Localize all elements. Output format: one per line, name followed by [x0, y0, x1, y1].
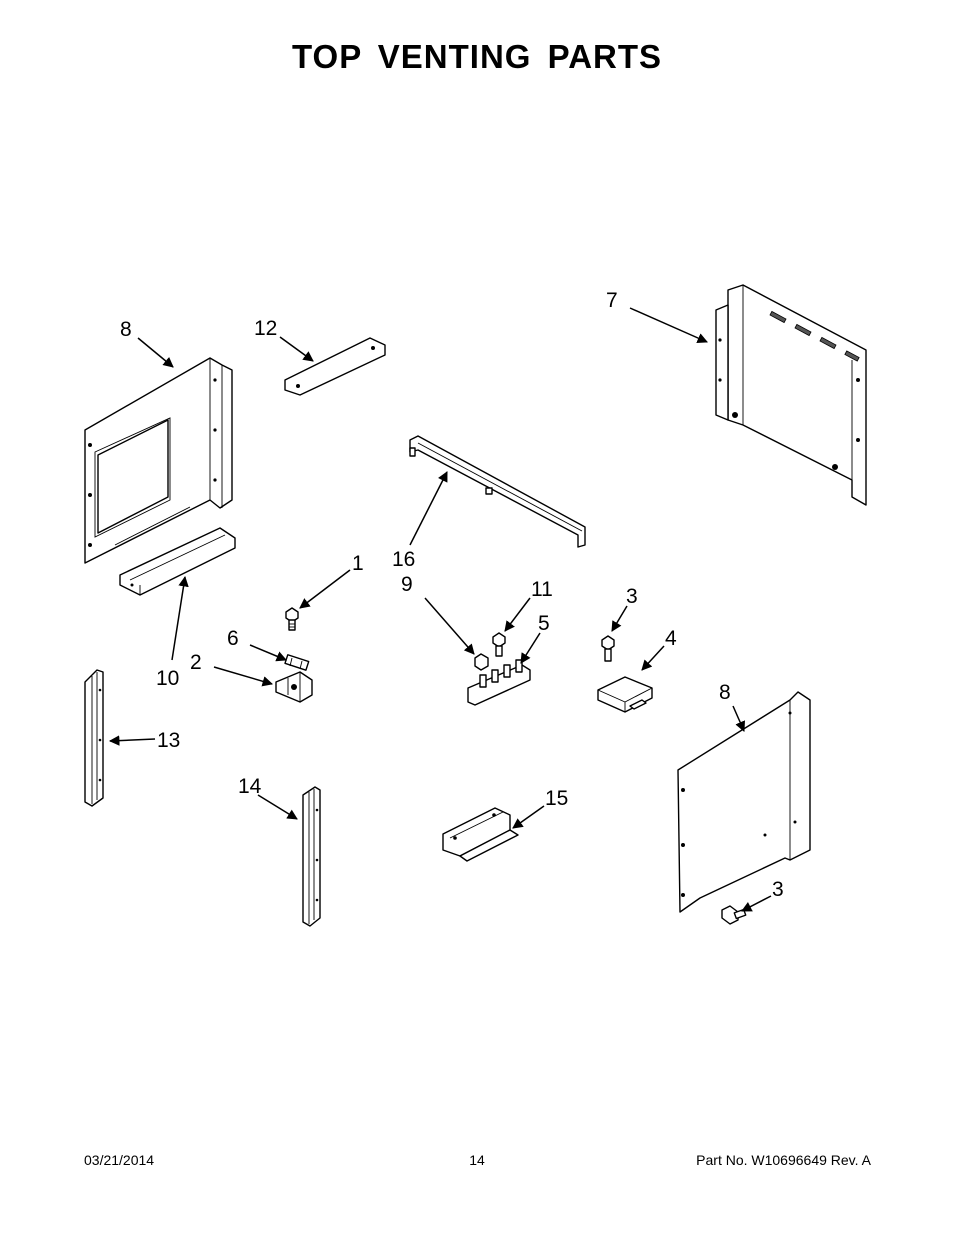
part-3-screw-upper	[601, 635, 615, 662]
callout-16: 16	[392, 548, 415, 571]
footer-date: 03/21/2014	[84, 1152, 155, 1168]
part-1-screw	[285, 607, 299, 631]
leader-4	[641, 645, 665, 671]
part-9-nut	[474, 653, 489, 671]
leader-3b	[741, 895, 772, 912]
footer-page-number: 14	[469, 1152, 485, 1168]
footer-part-number: Part No. W10696649 Rev. A	[696, 1152, 871, 1168]
callout-10: 10	[156, 667, 179, 690]
part-8-right-panel	[677, 691, 811, 913]
callout-12: 12	[254, 317, 277, 340]
leader-2	[213, 666, 274, 687]
leader-14	[257, 794, 298, 820]
callout-7: 7	[606, 289, 618, 312]
leader-1	[299, 569, 351, 609]
callout-1: 1	[352, 552, 364, 575]
leader-11	[504, 597, 531, 632]
leader-12	[279, 336, 314, 362]
leader-7	[629, 307, 708, 343]
leader-8b	[732, 705, 745, 732]
part-14-vertical-strip	[302, 786, 321, 927]
callout-11: 11	[531, 578, 553, 601]
part-13-vertical-strip	[84, 669, 104, 807]
leader-15	[512, 805, 545, 829]
callout-5: 5	[538, 612, 550, 635]
leader-3a	[611, 605, 628, 632]
part-15-bracket	[442, 807, 519, 862]
callout-8a: 8	[120, 318, 132, 341]
part-8-left-side-panel	[84, 357, 233, 564]
callout-2: 2	[190, 651, 202, 674]
callout-15: 15	[545, 787, 568, 810]
callout-3a: 3	[626, 585, 638, 608]
part-4-module	[597, 676, 653, 713]
callout-9: 9	[401, 573, 413, 596]
part-6-fuse	[284, 654, 310, 671]
leader-16	[409, 471, 448, 546]
leader-5	[520, 632, 541, 664]
part-5-terminal-block	[467, 659, 531, 706]
part-7-right-side-panel	[715, 284, 867, 506]
callout-14: 14	[238, 775, 262, 798]
part-3-screw-lower	[721, 905, 747, 925]
callout-13: 13	[157, 729, 180, 752]
part-12-plate	[284, 337, 386, 396]
part-16-rail	[409, 435, 586, 548]
callout-3b: 3	[772, 878, 784, 901]
callout-4: 4	[665, 627, 677, 650]
callout-6: 6	[227, 627, 239, 650]
part-10-bottom-bracket	[119, 527, 236, 596]
page-title: TOP VENTING PARTS	[291, 38, 663, 75]
leader-13	[108, 735, 156, 746]
leader-10	[171, 575, 189, 661]
leader-6	[249, 644, 287, 662]
part-11-screw	[492, 632, 506, 657]
leader-9	[424, 597, 475, 655]
part-2-fuse-holder	[275, 671, 313, 703]
callout-8b: 8	[719, 681, 731, 704]
leader-8a	[137, 337, 174, 368]
